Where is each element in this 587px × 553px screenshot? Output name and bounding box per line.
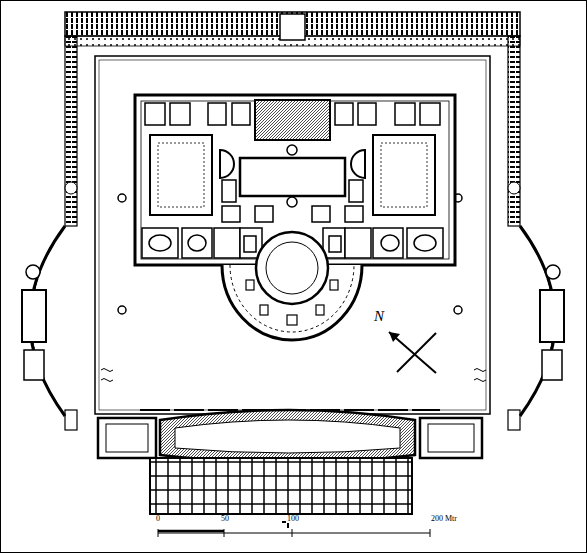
scale-number: 50 [220,515,230,523]
scale-number: 0 [155,515,161,523]
scale-unit: 200 Mtr [430,515,458,523]
scale-number: 100 [286,515,300,523]
north-label: N [373,309,385,324]
